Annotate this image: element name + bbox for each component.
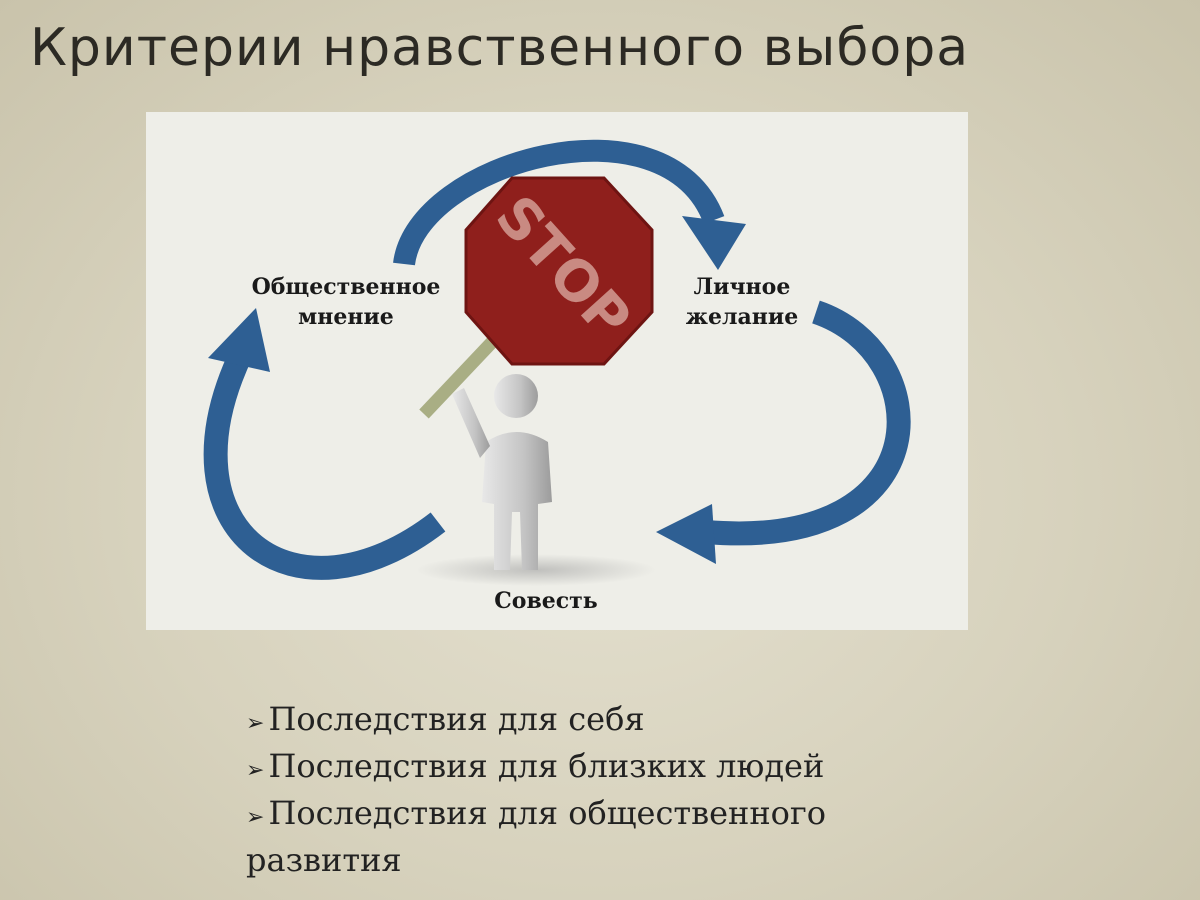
diagram: STOP Общественное мнение Личное желание … xyxy=(146,112,968,630)
arrow-top-head xyxy=(682,216,746,270)
list-item-text: Последствия для общественного развития xyxy=(246,794,826,879)
stop-sign xyxy=(464,176,654,366)
arrow-right-head xyxy=(656,504,716,564)
cycle-graphic: STOP xyxy=(203,139,911,586)
arrow-bullet-icon: ➢ xyxy=(246,711,265,736)
figure-person xyxy=(452,374,552,570)
list-item-text: Последствия для себя xyxy=(268,700,645,738)
list-item: ➢Последствия для себя xyxy=(246,698,946,745)
slide-title: Критерии нравственного выбора xyxy=(30,18,970,78)
list-item: ➢Последствия для общественного развития xyxy=(246,792,946,882)
label-desire: Личное желание xyxy=(685,274,799,330)
arrow-left-head xyxy=(208,308,270,372)
arrow-bullet-icon: ➢ xyxy=(246,805,265,830)
list-item: ➢Последствия для близких людей xyxy=(246,745,946,792)
arrow-left xyxy=(203,346,446,580)
list-item-text: Последствия для близких людей xyxy=(268,747,825,785)
arrow-top xyxy=(393,139,725,267)
consequence-list: ➢Последствия для себя ➢Последствия для б… xyxy=(246,698,946,882)
label-society: Общественное мнение xyxy=(251,274,441,330)
arrow-right xyxy=(705,300,911,546)
sign-pole xyxy=(419,335,499,419)
arrow-bullet-icon: ➢ xyxy=(246,758,265,783)
label-conscience: Совесть xyxy=(494,588,598,614)
